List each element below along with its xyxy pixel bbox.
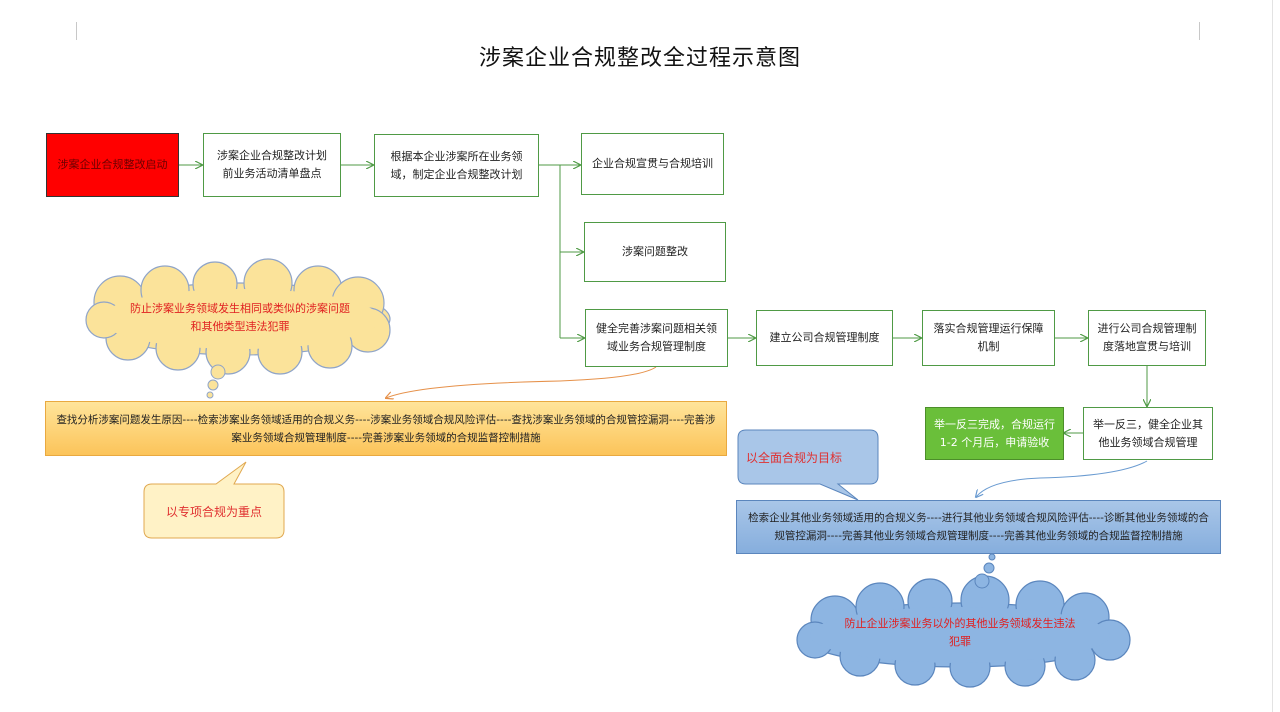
page-corner-mark-left bbox=[76, 22, 77, 40]
box-guarantee: 落实合规管理运行保障机制 bbox=[922, 310, 1055, 366]
box-improve-system: 健全完善涉案问题相关领域业务合规管理制度 bbox=[585, 309, 728, 367]
cloud-prevent-similar-text: 防止涉案业务领域发生相同或类似的涉案问题和其他类型违法犯罪 bbox=[130, 302, 350, 333]
callout-full-goal-shape bbox=[737, 429, 879, 501]
cloud-bubble-3 bbox=[206, 391, 214, 399]
box-company-system: 建立公司合规管理制度 bbox=[756, 310, 893, 366]
page-corner-mark-right bbox=[1199, 22, 1200, 40]
box-inventory: 涉案企业合规整改计划前业务活动清单盘点 bbox=[203, 133, 341, 197]
curve-improve-to-special-band bbox=[386, 366, 657, 398]
curve-extend-to-general-band bbox=[976, 460, 1148, 497]
cloud-bubble-5 bbox=[983, 562, 995, 574]
box-complete: 举一反三完成，合规运行 1-2 个月后，申请验收 bbox=[925, 407, 1064, 460]
box-start: 涉案企业合规整改启动 bbox=[46, 133, 179, 197]
box-publicize: 企业合规宣贯与合规培训 bbox=[581, 133, 724, 195]
cloud-bubble-1 bbox=[210, 364, 226, 380]
box-extend: 举一反三，健全企业其他业务领域合规管理 bbox=[1083, 407, 1213, 460]
cloud-prevent-similar-fill bbox=[100, 289, 380, 349]
callout-full-goal: 以全面合规为目标 bbox=[745, 450, 842, 465]
box-implement: 进行公司合规管理制度落地宣贯与培训 bbox=[1088, 310, 1206, 366]
band-special-compliance: 查找分析涉案问题发生原因----检索涉案业务领域适用的合规义务----涉案业务领… bbox=[45, 401, 727, 456]
callout-special-focus: 以专项合规为重点 bbox=[165, 504, 262, 519]
diagram-title: 涉案企业合规整改全过程示意图 bbox=[478, 46, 801, 71]
cloud-prevent-other-text: 防止企业涉案业务以外的其他业务领域发生违法犯罪 bbox=[844, 617, 1076, 648]
cloud-bubble-2 bbox=[207, 379, 219, 391]
cloud-bubble-4 bbox=[974, 573, 990, 589]
cloud-prevent-other-fill bbox=[810, 607, 1110, 663]
cloud-bubble-6 bbox=[988, 553, 996, 561]
page-edge bbox=[1272, 0, 1273, 712]
callout-special-focus-shape bbox=[143, 461, 285, 539]
box-rectify: 涉案问题整改 bbox=[584, 222, 726, 282]
band-general-compliance: 检索企业其他业务领域适用的合规义务----进行其他业务领域合规风险评估----诊… bbox=[736, 500, 1221, 554]
box-plan: 根据本企业涉案所在业务领域，制定企业合规整改计划 bbox=[374, 134, 539, 197]
